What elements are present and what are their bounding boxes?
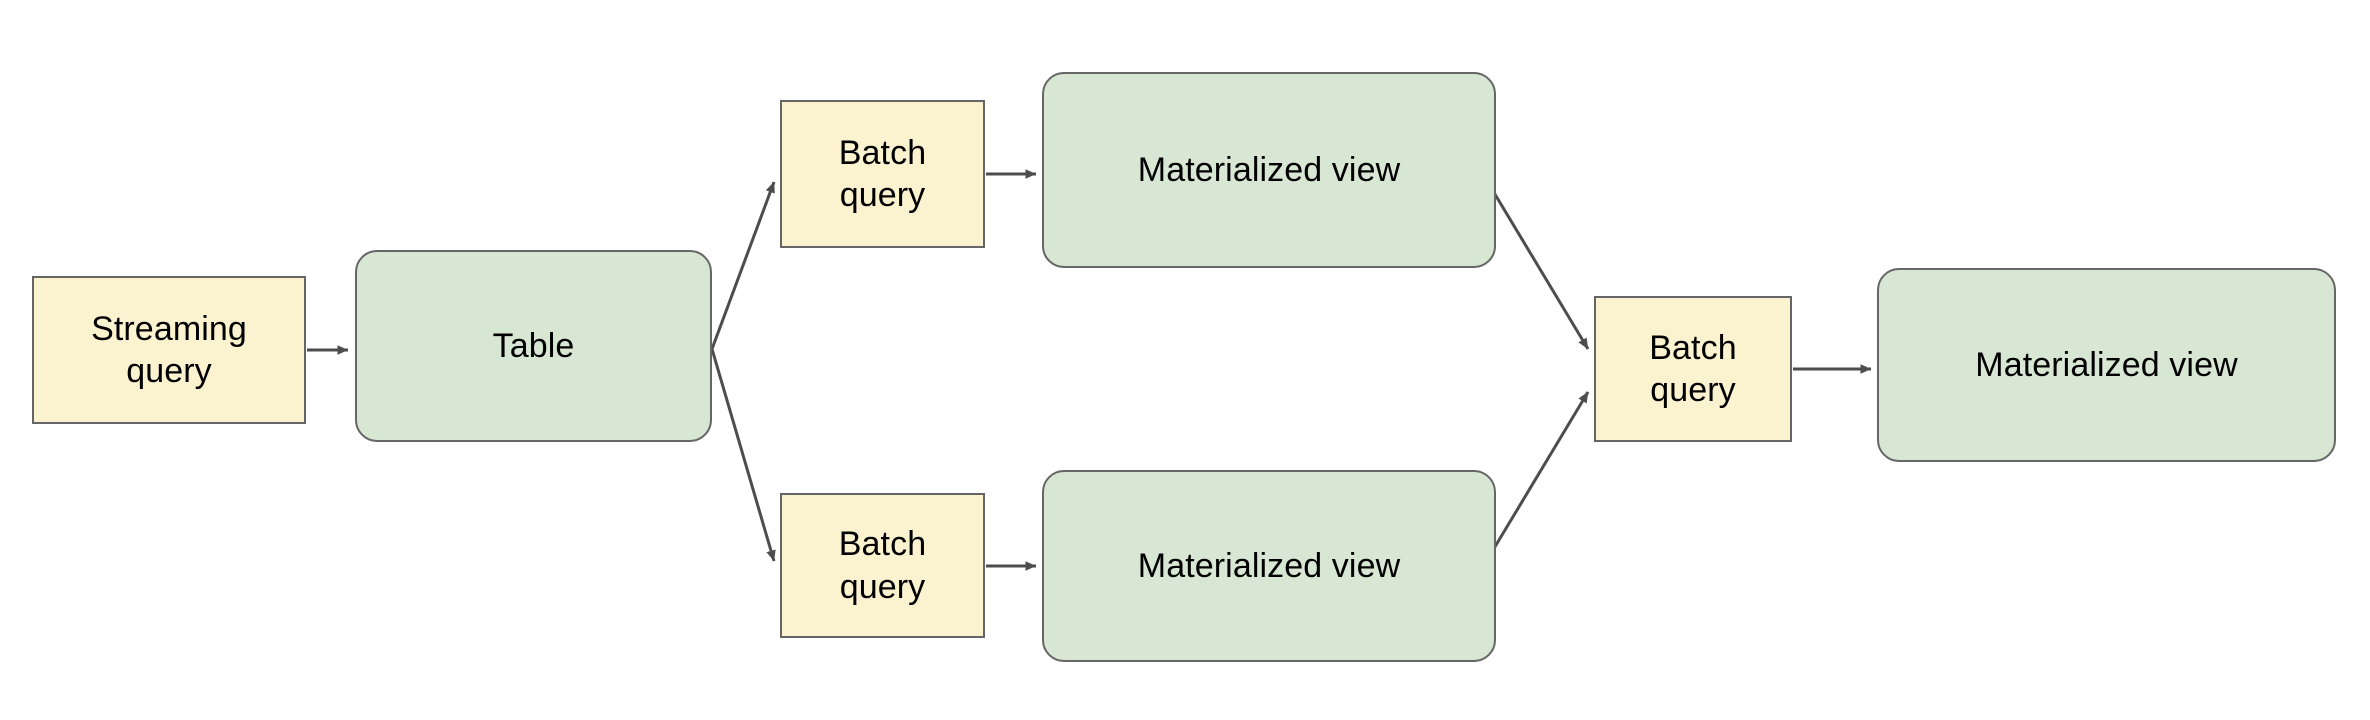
node-table-label: Table (492, 326, 575, 365)
node-streaming-query-label: Streaming query (91, 309, 247, 391)
node-materialized-view-bottom[interactable]: Materialized view (1042, 470, 1496, 662)
node-batch-query-top[interactable]: Batch query (780, 100, 985, 248)
node-materialized-view-bottom-label: Materialized view (1137, 546, 1401, 585)
edge-table-to-batch-query-top (710, 181, 776, 350)
node-materialized-view-top[interactable]: Materialized view (1042, 72, 1496, 268)
edge-materialized-view-top-to-batch-query-join (1482, 175, 1590, 350)
node-batch-query-bottom[interactable]: Batch query (780, 493, 985, 638)
node-batch-query-join[interactable]: Batch query (1594, 296, 1792, 442)
node-batch-query-join-label: Batch query (1649, 328, 1737, 410)
node-materialized-view-top-label: Materialized view (1137, 150, 1401, 189)
node-materialized-view-final-label: Materialized view (1975, 345, 2238, 384)
node-materialized-view-final[interactable]: Materialized view (1877, 268, 2336, 462)
edge-table-to-batch-query-bottom (710, 348, 776, 562)
node-table[interactable]: Table (355, 250, 712, 442)
edge-materialized-view-bottom-to-batch-query-join (1482, 391, 1590, 566)
node-batch-query-bottom-label: Batch query (838, 525, 927, 606)
node-batch-query-top-label: Batch query (838, 133, 927, 215)
node-streaming-query[interactable]: Streaming query (32, 276, 306, 424)
